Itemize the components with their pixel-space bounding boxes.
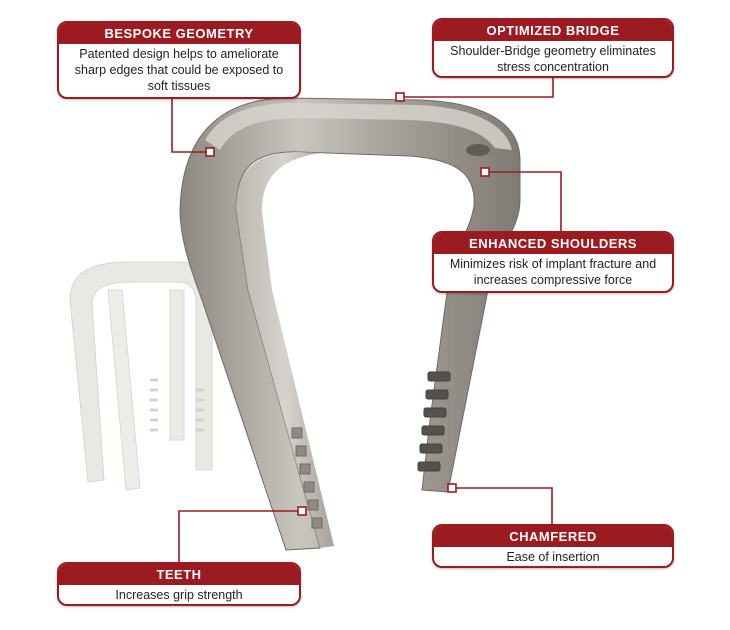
callout-teeth: TEETH Increases grip strength <box>57 562 301 606</box>
callout-title: TEETH <box>59 564 299 585</box>
ghost-staple <box>69 261 213 491</box>
right-teeth <box>417 371 451 472</box>
callout-title: OPTIMIZED BRIDGE <box>434 20 672 41</box>
callout-text: Increases grip strength <box>115 588 243 602</box>
callout-text: Minimizes risk of implant fracture and i… <box>449 257 657 287</box>
callout-title: CHAMFERED <box>434 526 672 547</box>
callout-text: Patented design helps to ameliorate shar… <box>74 47 284 93</box>
callout-optimized-bridge: OPTIMIZED BRIDGE Shoulder-Bridge geometr… <box>432 18 674 78</box>
marker-squares <box>205 92 490 516</box>
main-staple <box>179 97 521 551</box>
left-teeth <box>291 427 323 529</box>
callout-bespoke-geometry: BESPOKE GEOMETRY Patented design helps t… <box>57 21 301 99</box>
callout-chamfered: CHAMFERED Ease of insertion <box>432 524 674 568</box>
callout-text: Ease of insertion <box>506 550 600 564</box>
leader-lines <box>171 78 562 562</box>
callout-title: BESPOKE GEOMETRY <box>59 23 299 44</box>
callout-title: ENHANCED SHOULDERS <box>434 233 672 254</box>
callout-enhanced-shoulders: ENHANCED SHOULDERS Minimizes risk of imp… <box>432 231 674 293</box>
callout-text: Shoulder-Bridge geometry eliminates stre… <box>450 44 656 74</box>
